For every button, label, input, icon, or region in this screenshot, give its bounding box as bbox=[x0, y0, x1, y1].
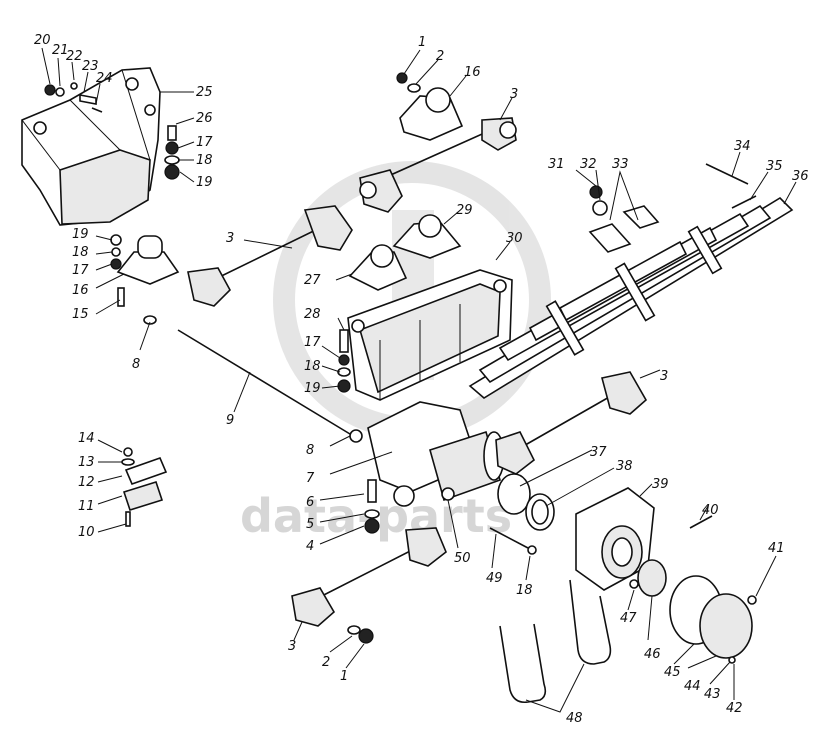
callout-13: 13 bbox=[78, 455, 95, 470]
callout-26: 26 bbox=[196, 111, 213, 126]
crossmember-30 bbox=[347, 269, 513, 401]
callout-35: 35 bbox=[766, 159, 783, 174]
bracket-29 bbox=[392, 214, 462, 259]
callout-2b: 2 bbox=[322, 655, 330, 670]
cover-41-45 bbox=[669, 575, 757, 664]
bolts-20-24 bbox=[44, 82, 103, 113]
balancer-hub-7 bbox=[367, 401, 505, 507]
callout-18b: 18 bbox=[72, 245, 89, 260]
callout-9: 9 bbox=[226, 413, 234, 428]
callout-27: 27 bbox=[304, 273, 321, 288]
callout-4: 4 bbox=[306, 539, 314, 554]
callout-42: 42 bbox=[726, 701, 743, 716]
callout-19b: 19 bbox=[72, 227, 89, 242]
callout-1a: 1 bbox=[418, 35, 426, 50]
callout-33: 33 bbox=[612, 157, 629, 172]
callout-8b: 8 bbox=[306, 443, 314, 458]
spring-clamp-31-33 bbox=[588, 185, 660, 253]
callout-41: 41 bbox=[768, 541, 785, 556]
callout-17a: 17 bbox=[196, 135, 213, 150]
callout-30: 30 bbox=[506, 231, 523, 246]
callout-14: 14 bbox=[78, 431, 95, 446]
callout-2a: 2 bbox=[436, 49, 444, 64]
bracket-27 bbox=[348, 244, 408, 291]
callout-15: 15 bbox=[72, 307, 89, 322]
callout-17c: 17 bbox=[304, 335, 321, 350]
callout-18a: 18 bbox=[196, 153, 213, 168]
callout-23a: 23 bbox=[82, 59, 99, 74]
bolt-stack-4-6 bbox=[364, 479, 380, 534]
callout-37: 37 bbox=[590, 445, 607, 460]
bolt-stack-17-19-28 bbox=[337, 329, 351, 393]
lower-reaction-rod bbox=[291, 527, 447, 644]
callout-47: 47 bbox=[620, 611, 637, 626]
callout-19c: 19 bbox=[304, 381, 321, 396]
callout-24a: 24 bbox=[96, 71, 113, 86]
callout-3b: 3 bbox=[226, 231, 234, 246]
callout-16b: 16 bbox=[72, 283, 89, 298]
callout-labels: 20 21 22 23 24 25 26 17 18 19 1 2 16 3 1… bbox=[34, 33, 809, 726]
callout-50: 50 bbox=[454, 551, 471, 566]
callout-3a: 3 bbox=[510, 87, 518, 102]
u-bolts-48 bbox=[499, 579, 612, 704]
middle-reaction-rod bbox=[187, 205, 353, 307]
callout-1b: 1 bbox=[340, 669, 348, 684]
callout-31: 31 bbox=[548, 157, 565, 172]
callout-36: 36 bbox=[792, 169, 809, 184]
callout-21a: 21 bbox=[52, 43, 69, 58]
leader-lines bbox=[41, 47, 797, 713]
bracket-16-top bbox=[396, 72, 464, 141]
pin-34-35 bbox=[705, 163, 757, 209]
callout-19a: 19 bbox=[196, 175, 213, 190]
callout-29: 29 bbox=[456, 203, 473, 218]
callout-3d: 3 bbox=[288, 639, 296, 654]
seals-37-38 bbox=[497, 473, 555, 531]
callout-20a: 20 bbox=[34, 33, 51, 48]
callout-22a: 22 bbox=[66, 49, 83, 64]
callout-38: 38 bbox=[616, 459, 633, 474]
bracket-16-left bbox=[110, 234, 180, 307]
callout-8a: 8 bbox=[132, 357, 140, 372]
lower-right-reaction-rod bbox=[495, 371, 648, 475]
leaf-spring-36 bbox=[468, 196, 794, 399]
callout-11: 11 bbox=[78, 499, 95, 514]
callout-46: 46 bbox=[644, 647, 661, 662]
callout-10: 10 bbox=[78, 525, 95, 540]
callout-12: 12 bbox=[78, 475, 95, 490]
callout-48: 48 bbox=[566, 711, 583, 726]
bolt-stack-17-19-26 bbox=[164, 125, 180, 180]
callout-45: 45 bbox=[664, 665, 681, 680]
callout-43: 43 bbox=[704, 687, 721, 702]
callout-39: 39 bbox=[652, 477, 669, 492]
callout-5: 5 bbox=[306, 517, 314, 532]
upper-reaction-rod bbox=[359, 117, 517, 213]
callout-17b: 17 bbox=[72, 263, 89, 278]
callout-40: 40 bbox=[702, 503, 719, 518]
callout-3c: 3 bbox=[660, 369, 668, 384]
frame-bracket-25 bbox=[21, 67, 161, 226]
callout-28: 28 bbox=[304, 307, 321, 322]
callout-32: 32 bbox=[580, 157, 597, 172]
cap-40-46 bbox=[629, 515, 713, 597]
callout-18c: 18 bbox=[304, 359, 321, 374]
callout-44: 44 bbox=[684, 679, 701, 694]
callout-49: 49 bbox=[486, 571, 503, 586]
callout-16a: 16 bbox=[464, 65, 481, 80]
axle-shaft-9 bbox=[143, 315, 363, 443]
callout-18d: 18 bbox=[516, 583, 533, 598]
callout-25: 25 bbox=[196, 85, 213, 100]
callout-34: 34 bbox=[734, 139, 751, 154]
callout-7: 7 bbox=[306, 471, 315, 486]
bracket-11-14 bbox=[121, 447, 168, 527]
callout-6: 6 bbox=[306, 495, 314, 510]
